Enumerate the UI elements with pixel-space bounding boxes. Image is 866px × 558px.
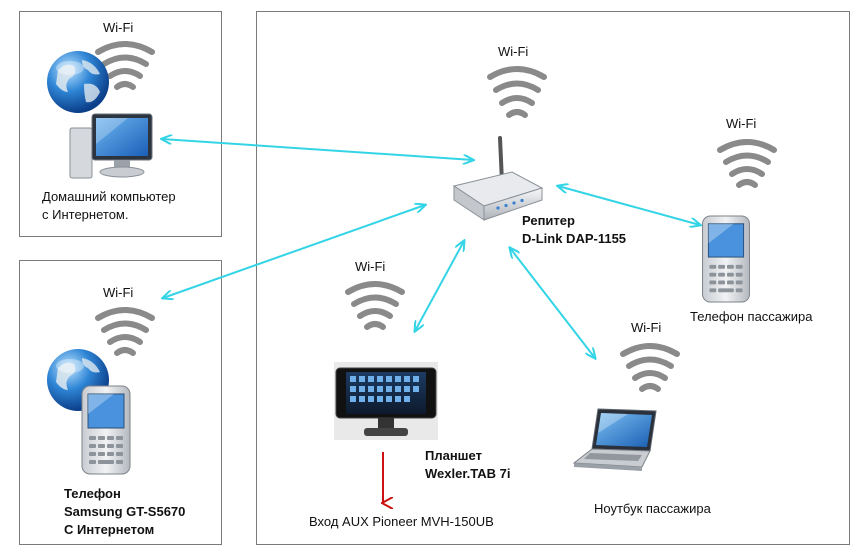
repeater-label-line2: D-Link DAP-1155 (522, 231, 627, 246)
tablet-icon (334, 362, 438, 440)
wifi-label: Wi-Fi (355, 259, 386, 274)
home-network-frame (19, 11, 222, 237)
wifi-icon (717, 139, 777, 188)
smartphone-icon (702, 215, 750, 303)
wifi-icon (345, 281, 405, 330)
smartphone-icon (81, 385, 131, 475)
link-repeater-tablet (415, 241, 464, 331)
home-pc-label-line2: с Интернетом. (42, 207, 129, 222)
link-repeater-laptop (510, 248, 595, 358)
link-pc-repeater (162, 139, 473, 160)
computer-icon (69, 113, 153, 179)
tablet-label-line2: Wexler.TAB 7i (425, 466, 511, 481)
wifi-label: Wi-Fi (103, 285, 134, 300)
passenger-phone-label: Телефон пассажира (690, 309, 813, 324)
phone-left-label-line1: Телефон (64, 486, 121, 501)
router-icon (452, 136, 544, 221)
wifi-label: Wi-Fi (498, 44, 529, 59)
wifi-icon (95, 307, 155, 356)
home-pc-label-line1: Домашний компьютер (42, 189, 176, 204)
laptop-icon (572, 408, 657, 471)
mobile-internet-frame (19, 260, 222, 545)
link-repeater-passenger-phone (558, 186, 700, 225)
phone-left-label-line3: С Интернетом (64, 522, 155, 537)
link-phone-repeater (163, 205, 425, 298)
repeater-label-line1: Репитер (522, 213, 575, 228)
laptop-label: Ноутбук пассажира (594, 501, 711, 516)
wifi-label: Wi-Fi (103, 20, 134, 35)
aux-input-label: Вход AUX Pioneer MVH-150UB (309, 514, 494, 529)
phone-left-label-line2: Samsung GT-S5670 (64, 504, 186, 519)
wifi-label: Wi-Fi (726, 116, 757, 131)
wifi-label: Wi-Fi (631, 320, 662, 335)
wifi-icon (487, 66, 547, 118)
globe-icon (47, 51, 109, 113)
tablet-label-line1: Планшет (425, 448, 482, 463)
wifi-icon (95, 41, 155, 90)
wifi-icon (620, 343, 680, 392)
